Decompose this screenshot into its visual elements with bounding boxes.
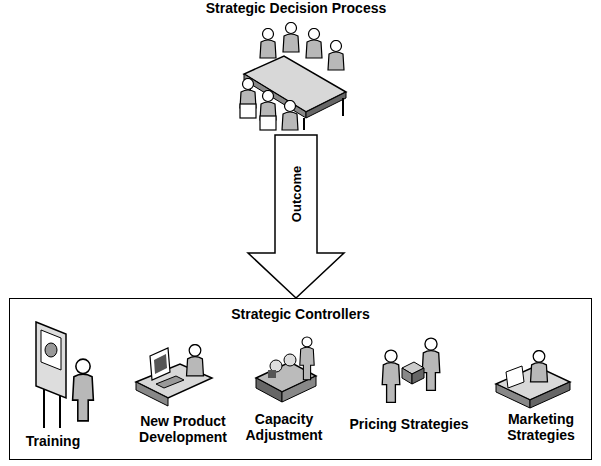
heading: Strategic Decision Process	[176, 0, 416, 16]
training-icon	[36, 322, 93, 428]
capacity-icon	[256, 337, 316, 402]
arrow-label: Outcome	[289, 164, 304, 224]
controllers-box: Strategic ControllersTraining New Product…	[9, 298, 592, 460]
item-label: Pricing Strategies	[337, 416, 481, 432]
controller-item: Training	[13, 433, 93, 449]
item-label: Training	[13, 433, 93, 449]
controller-item: New Product Development	[122, 413, 244, 445]
item-label: Marketing Strategies	[500, 411, 582, 443]
box-heading: Strategic Controllers	[10, 299, 591, 322]
process-group: Strategic Decision Process	[176, 0, 416, 135]
marketing-icon	[496, 351, 570, 408]
meeting-illustration	[240, 23, 346, 131]
pricing-icon	[382, 338, 440, 402]
new-product-icon	[136, 345, 212, 406]
controller-item: Capacity Adjustment	[238, 411, 330, 443]
block-arrow	[248, 135, 344, 298]
item-label: Capacity Adjustment	[238, 411, 330, 443]
item-label: New Product Development	[122, 413, 244, 445]
controller-item: Marketing Strategies	[500, 411, 582, 443]
controller-item: Pricing Strategies	[337, 416, 481, 432]
